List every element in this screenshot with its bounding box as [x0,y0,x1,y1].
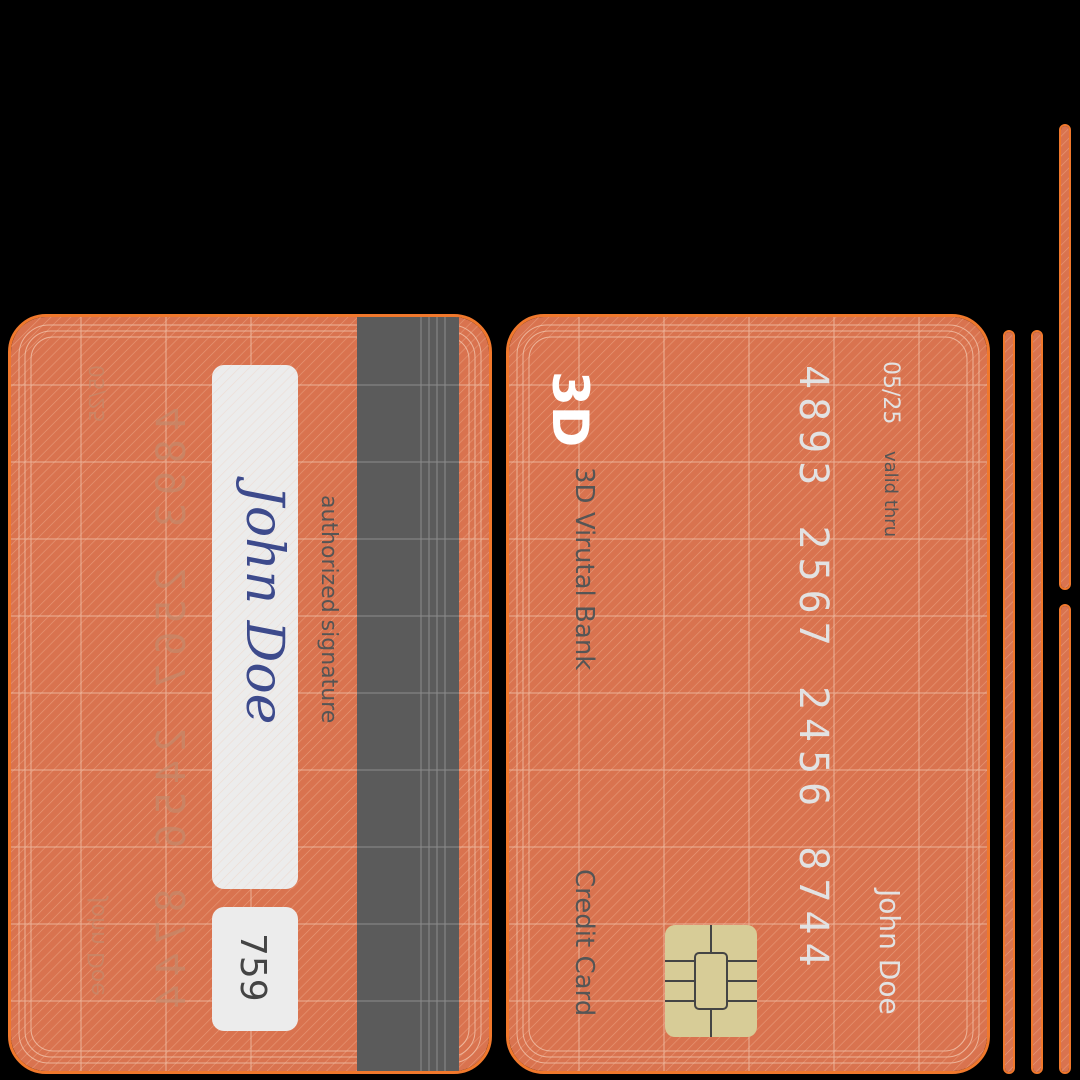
valid-thru-label: valid thru [880,451,901,538]
mirrored-card-number: 4893 2567 2456 8744 [149,407,195,1017]
bank-logo: 3D [541,371,599,448]
signature-label: authorized signature [316,495,341,724]
card-edge-strip [1031,330,1043,1074]
card-edge-strip [1003,330,1015,1074]
bank-name: 3D Virutal Bank [569,467,599,671]
mirrored-holder: John Doe [85,897,110,996]
signature-panel: John Doe [212,365,298,889]
chip-icon [665,925,757,1037]
cvv-value: 759 [232,933,273,1002]
card-holder: John Doe [873,889,906,1015]
card-type: Credit Card [569,869,599,1017]
card-front: 3D 3D Virutal Bank Credit Card 4893 2567… [506,314,990,1074]
signature-text: John Doe [234,485,294,725]
expiry-date: 05/25 [878,361,903,425]
card-number: 4893 2567 2456 8744 [790,365,836,975]
card-edge-strip [1059,124,1071,590]
card-back: John Doe authorized signature 759 4893 2… [8,314,492,1074]
cvv-box: 759 [212,907,298,1031]
mirrored-expiry: 05/25 [85,365,109,423]
card-edge-strip [1059,604,1071,1074]
magnetic-stripe [357,317,459,1071]
